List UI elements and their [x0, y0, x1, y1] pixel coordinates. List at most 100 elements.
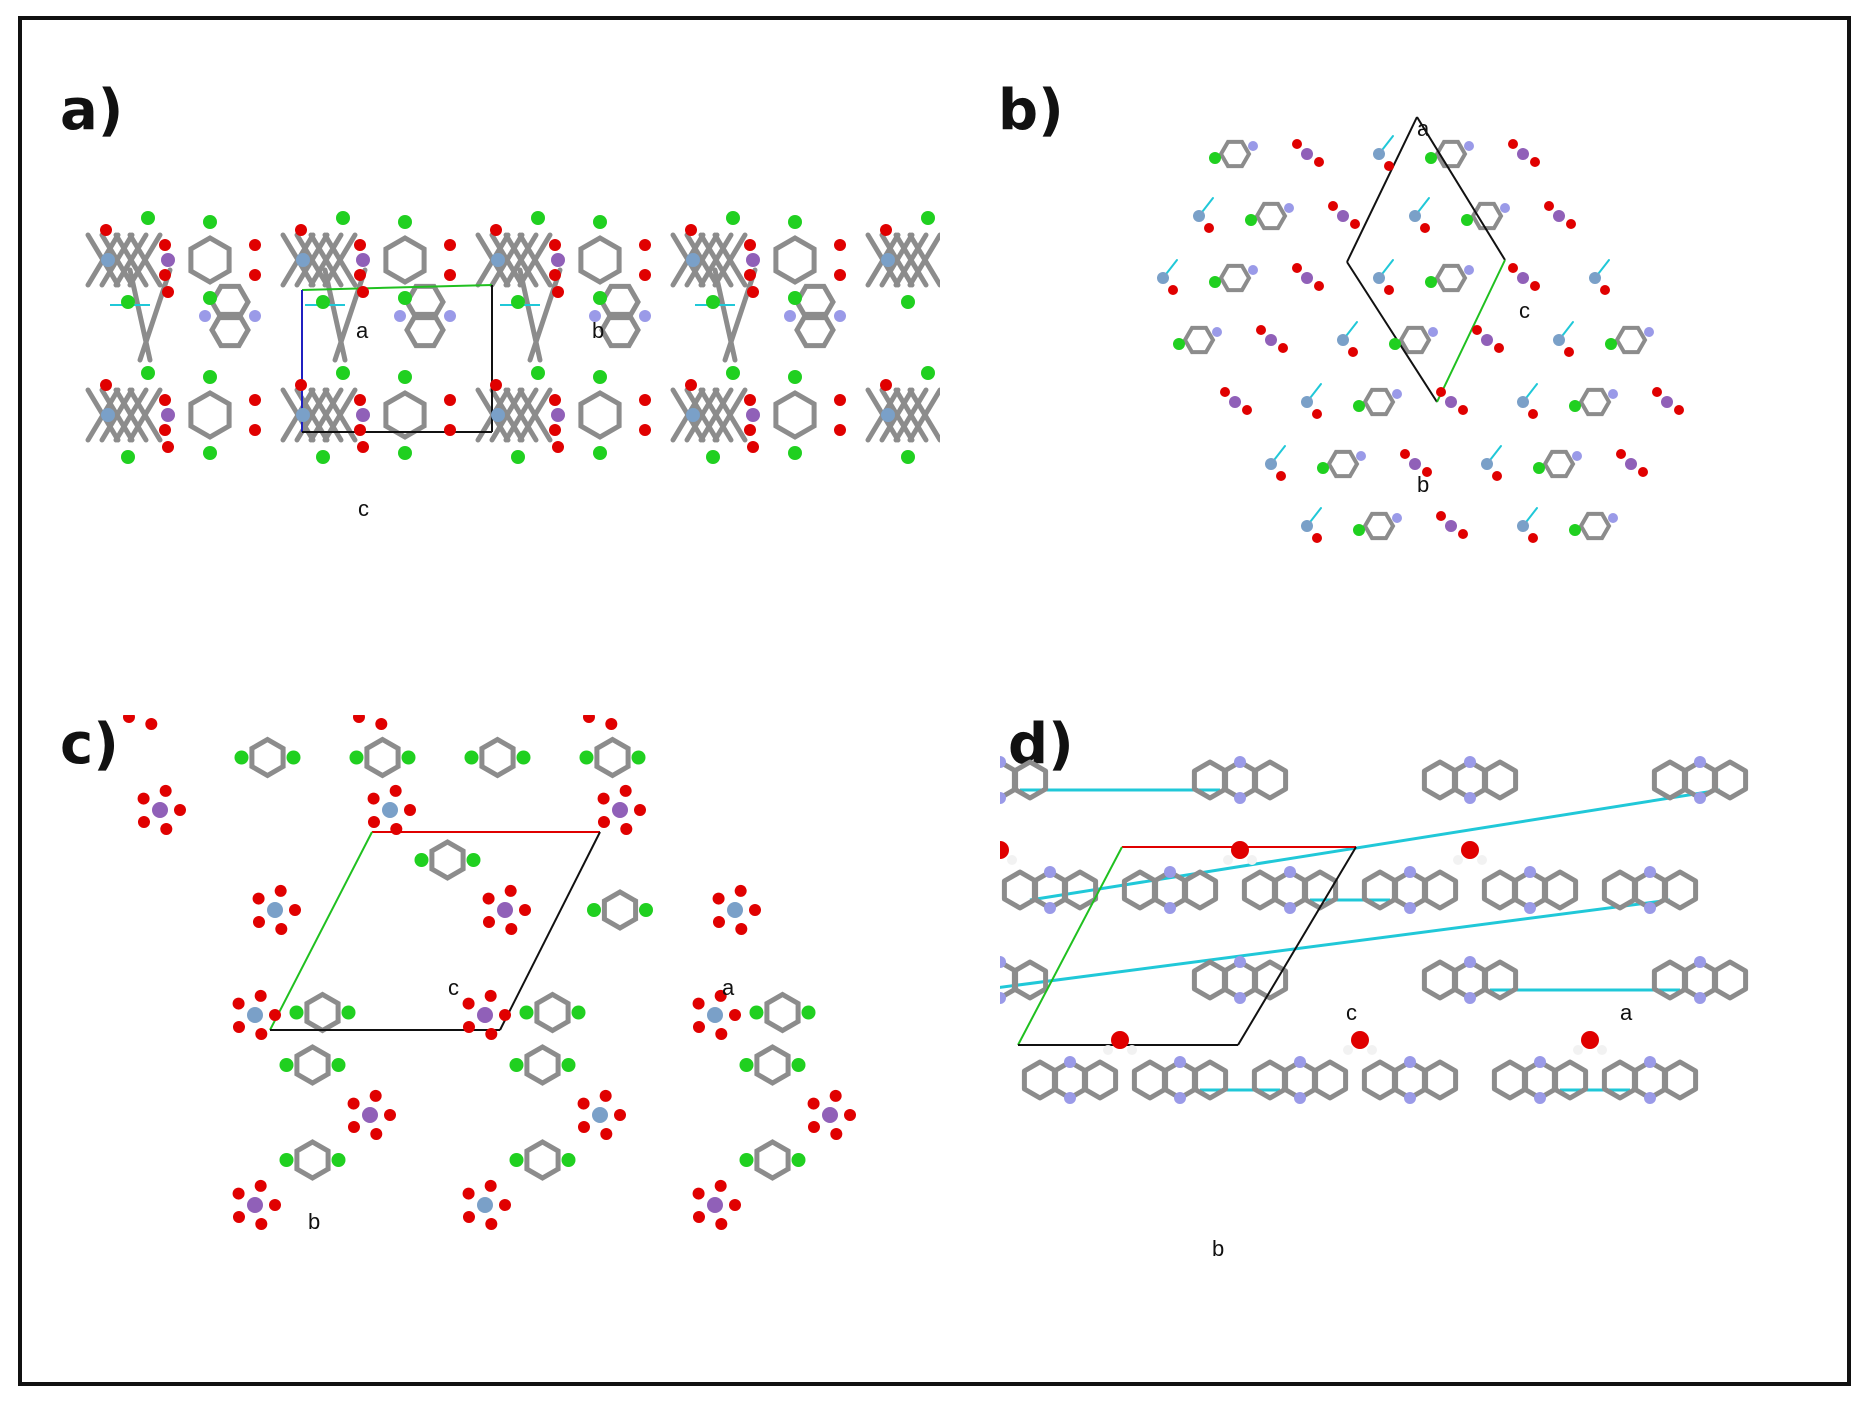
oxygen-atom	[582, 715, 595, 723]
nitrogen-atom	[1294, 1056, 1306, 1068]
chlorine-atom	[141, 211, 155, 225]
oxygen-atom	[159, 784, 172, 797]
metal-atom	[686, 253, 700, 267]
chlorine-atom	[788, 446, 802, 460]
chlorine-atom	[511, 450, 525, 464]
oxygen-atom	[357, 441, 369, 453]
oxygen-atom	[830, 1127, 843, 1140]
nitrogen-atom	[1284, 902, 1296, 914]
nitrogen-atom	[1464, 141, 1474, 151]
metal-atom	[1373, 272, 1385, 284]
chlorine-atom	[587, 903, 601, 917]
oxygen-atom	[639, 239, 651, 251]
ring	[1711, 959, 1749, 1001]
chlorine-atom	[1569, 400, 1581, 412]
oxygen-atom	[367, 792, 380, 805]
oxygen-atom	[354, 394, 366, 406]
metal-atom	[1589, 272, 1601, 284]
oxygen-atom	[1461, 841, 1479, 859]
oxygen-atom	[1276, 471, 1286, 481]
nitrogen-atom	[1044, 866, 1056, 878]
oxygen-atom	[354, 269, 366, 281]
chlorine-atom	[511, 295, 525, 309]
metal-atom	[686, 408, 700, 422]
ring	[1191, 1059, 1229, 1101]
oxygen-atom	[347, 1120, 360, 1133]
nitrogen-atom	[1500, 203, 1510, 213]
ring	[1481, 869, 1519, 911]
ring	[1601, 869, 1639, 911]
oxygen-atom	[734, 884, 747, 897]
oxygen-atom	[619, 784, 632, 797]
oxygen-atom	[357, 286, 369, 298]
metal-atom	[101, 408, 115, 422]
ring	[364, 736, 401, 779]
figure-frame	[18, 16, 1851, 1386]
ring	[1218, 139, 1252, 169]
nitrogen-atom	[1174, 1056, 1186, 1068]
oxygen-atom	[444, 239, 456, 251]
oxygen-atom	[100, 224, 112, 236]
metal-atom	[1445, 520, 1457, 532]
ring	[754, 1044, 791, 1086]
chlorine-atom	[316, 450, 330, 464]
ring	[294, 1044, 331, 1086]
chlorine-atom	[203, 291, 217, 305]
oxygen-atom	[1566, 219, 1576, 229]
ring	[1578, 387, 1612, 417]
oxygen-atom	[162, 286, 174, 298]
chlorine-atom	[1209, 276, 1221, 288]
oxygen-atom	[639, 424, 651, 436]
ring	[1241, 869, 1279, 911]
nitrogen-atom	[1524, 866, 1536, 878]
oxygen-atom	[1220, 387, 1230, 397]
chlorine-atom	[788, 291, 802, 305]
chlorine-atom	[279, 1153, 294, 1167]
metal-atom	[1373, 148, 1385, 160]
oxygen-atom	[1292, 263, 1302, 273]
ring	[383, 235, 427, 285]
oxygen-atom	[232, 1210, 245, 1223]
oxygen-atom	[1384, 161, 1394, 171]
metal-atom	[1301, 520, 1313, 532]
nitrogen-atom	[1248, 265, 1258, 275]
ring	[1311, 1059, 1349, 1101]
chlorine-atom	[121, 450, 135, 464]
metal-atom	[491, 408, 505, 422]
ring	[1421, 1059, 1459, 1101]
nitrogen-atom	[1000, 756, 1006, 768]
oxygen-atom	[1314, 281, 1324, 291]
chlorine-atom	[279, 1058, 294, 1072]
metal-atom	[1517, 148, 1529, 160]
oxygen-atom	[552, 441, 564, 453]
oxygen-atom	[485, 1027, 498, 1040]
oxygen-atom	[747, 286, 759, 298]
oxygen-atom	[1328, 201, 1338, 211]
oxygen-atom	[232, 997, 245, 1010]
ring	[304, 991, 341, 1034]
ring	[794, 311, 836, 349]
panel-a-structure: a b c	[85, 211, 940, 521]
metal-atom	[707, 1007, 723, 1023]
chlorine-atom	[593, 446, 607, 460]
oxygen-atom	[1242, 405, 1252, 415]
chlorine-atom	[203, 215, 217, 229]
oxygen-atom	[369, 1089, 382, 1102]
nitrogen-atom	[784, 310, 796, 322]
ring	[1421, 959, 1459, 1001]
nitrogen-atom	[1524, 902, 1536, 914]
ring	[1081, 1059, 1119, 1101]
oxygen-atom	[1000, 841, 1009, 859]
oxygen-atom	[484, 989, 497, 1002]
nitrogen-atom	[1356, 451, 1366, 461]
nitrogen-atom	[1464, 792, 1476, 804]
ring	[383, 390, 427, 440]
oxygen-atom	[347, 1097, 360, 1110]
oxygen-atom	[834, 269, 846, 281]
oxygen-atom	[807, 1097, 820, 1110]
chlorine-atom	[1173, 338, 1185, 350]
chlorine-atom	[531, 366, 545, 380]
chlorine-atom	[791, 1058, 806, 1072]
nitrogen-atom	[1464, 992, 1476, 1004]
metal-atom	[356, 408, 370, 422]
